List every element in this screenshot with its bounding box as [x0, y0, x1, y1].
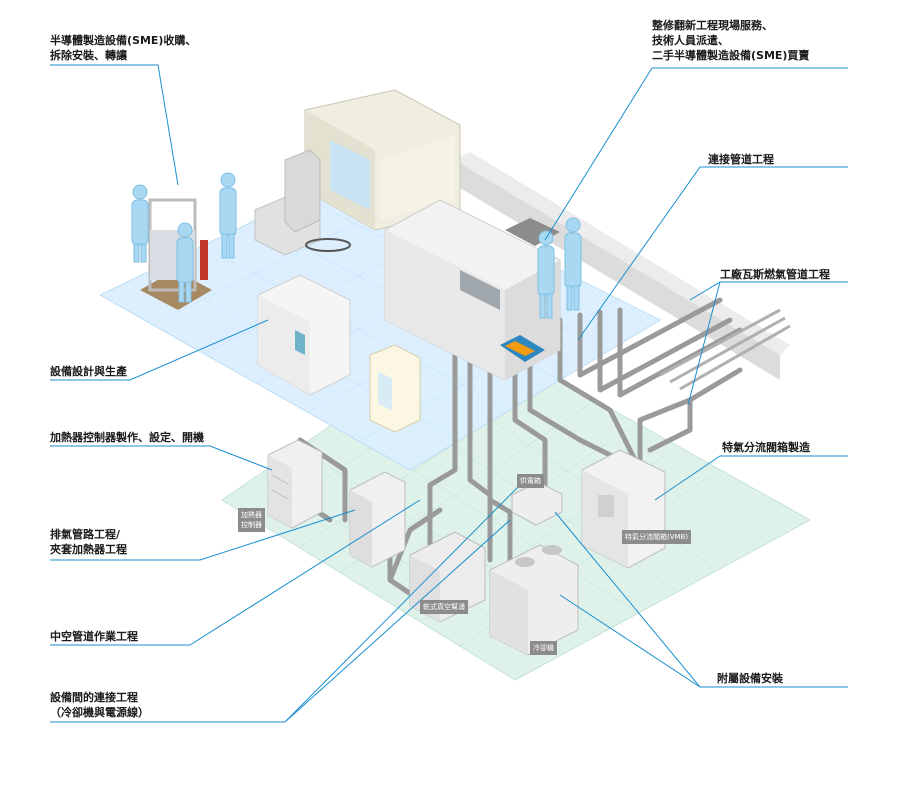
workers: [131, 172, 582, 319]
tag-heater-ctrl: 加熱器 控制器: [238, 508, 265, 532]
leader-lines: [50, 64, 848, 723]
worker-5: [564, 217, 582, 311]
exhaust-unit: [349, 471, 406, 568]
small-equipment: [254, 149, 351, 256]
tag-chiller: 冷卻機: [530, 641, 557, 655]
worker-2: [176, 222, 194, 303]
label-ancillary: 附屬設備安裝: [717, 672, 783, 685]
label-connect-pipe: 連接管道工程: [708, 153, 774, 166]
gas-lines: [659, 308, 791, 391]
worker-4: [537, 230, 555, 319]
tag-power-box: 供電箱: [517, 474, 544, 488]
chiller: [489, 544, 579, 656]
design-unit: [257, 274, 351, 396]
worker-3: [219, 172, 237, 259]
heater-controller-cabinet: [267, 439, 323, 529]
label-heater-ctrl: 加熱器控制器製作、設定、開機: [50, 431, 204, 444]
label-renovation: 整修翻新工程現場服務、 技術人員派遣、 二手半導體製造設備(SME)買賣: [652, 19, 810, 62]
label-gas-pipe: 工廠瓦斯燃氣管道工程: [720, 268, 830, 281]
glove-box: [369, 344, 421, 433]
label-sme-buy: 半導體製造設備(SME)收購、 拆除安裝、轉讓: [50, 34, 197, 62]
label-design-prod: 設備設計與生產: [50, 365, 127, 378]
pallet-rack: [140, 198, 212, 310]
worker-1: [131, 184, 149, 263]
ceiling-box: [500, 335, 545, 362]
label-vmb-make: 特氣分流閥箱製造: [722, 441, 810, 454]
label-exhaust: 排氣管路工程/ 夾套加熱器工程: [50, 528, 127, 556]
tag-dry-pump: 乾式真空幫浦: [420, 600, 468, 614]
vmb-cabinet: [581, 449, 666, 569]
label-hollow-pipe: 中空管道作業工程: [50, 630, 138, 643]
label-between-eq: 設備間的連接工程 （冷卻機與電源線）: [50, 691, 149, 719]
back-wall: [455, 152, 790, 380]
cabinet-back: [304, 89, 461, 231]
tag-vmb: 特氣分流閥箱(VMB): [622, 530, 692, 544]
